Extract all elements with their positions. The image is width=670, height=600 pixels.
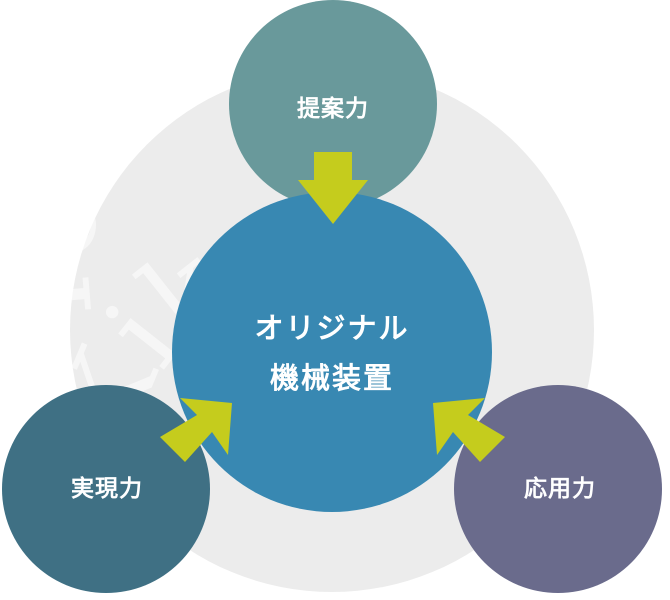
center-circle [172,192,492,512]
arrow-top-to-center [298,152,368,224]
arrow-left-to-center [160,398,232,462]
right-circle-label: 応用力 [524,475,596,502]
right-circle [454,385,662,593]
left-circle-label: 実現力 [71,475,143,502]
center-circle-label-line-2: 機械装置 [270,361,394,395]
center-circle-label-line-1: オリジナル [254,311,409,345]
left-circle [2,385,210,593]
arrow-right-to-center [433,398,505,462]
top-circle-label: 提案力 [297,95,369,122]
top-circle [229,0,437,208]
